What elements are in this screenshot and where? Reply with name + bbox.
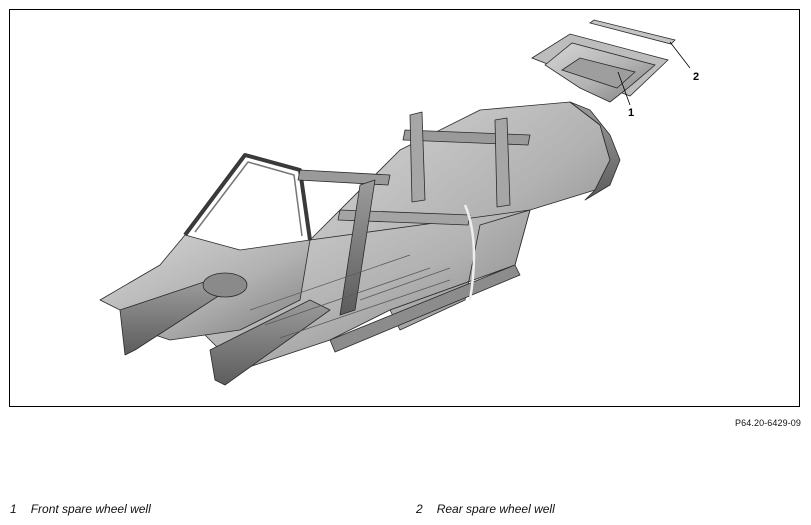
callout-leaders <box>617 41 691 106</box>
legend-label: Front spare wheel well <box>30 502 151 516</box>
figure-frame: 1 2 <box>9 9 800 407</box>
callout-number-2: 2 <box>693 71 699 83</box>
rear-body <box>569 101 621 201</box>
front-well-floor <box>561 57 636 89</box>
callout-legend: 1 Front spare wheel well 2 Rear spare wh… <box>0 502 811 518</box>
floor-ribs <box>249 254 451 339</box>
strut-tower <box>202 272 248 298</box>
rear-spare-wheel-well <box>589 19 676 45</box>
body-shell-illustration: 1 2 <box>99 19 699 386</box>
callout-leader-2 <box>669 41 691 69</box>
cross-member-front <box>297 169 391 186</box>
front-longitudinal-right <box>209 299 331 386</box>
legend-item-1: 1 Front spare wheel well <box>10 502 151 516</box>
legend-number: 1 <box>10 502 17 516</box>
car-body-in-white <box>99 101 621 386</box>
front-longitudinal-left <box>119 279 221 356</box>
legend-number: 2 <box>416 502 423 516</box>
rollover-frame <box>409 111 511 208</box>
rear-well-panel <box>589 19 676 45</box>
legend-item-2: 2 Rear spare wheel well <box>416 502 555 516</box>
figure-code: P64.20-6429-09 <box>735 418 801 428</box>
legend-label: Rear spare wheel well <box>436 502 555 516</box>
door-opening <box>463 204 476 301</box>
windshield-frame-inner <box>194 161 303 237</box>
cross-member-mid <box>337 209 471 226</box>
callout-leader-1 <box>617 71 631 106</box>
b-pillar <box>339 179 376 316</box>
windshield-frame <box>183 153 312 241</box>
front-spare-wheel-well <box>531 33 669 103</box>
callout-number-1: 1 <box>628 107 634 119</box>
